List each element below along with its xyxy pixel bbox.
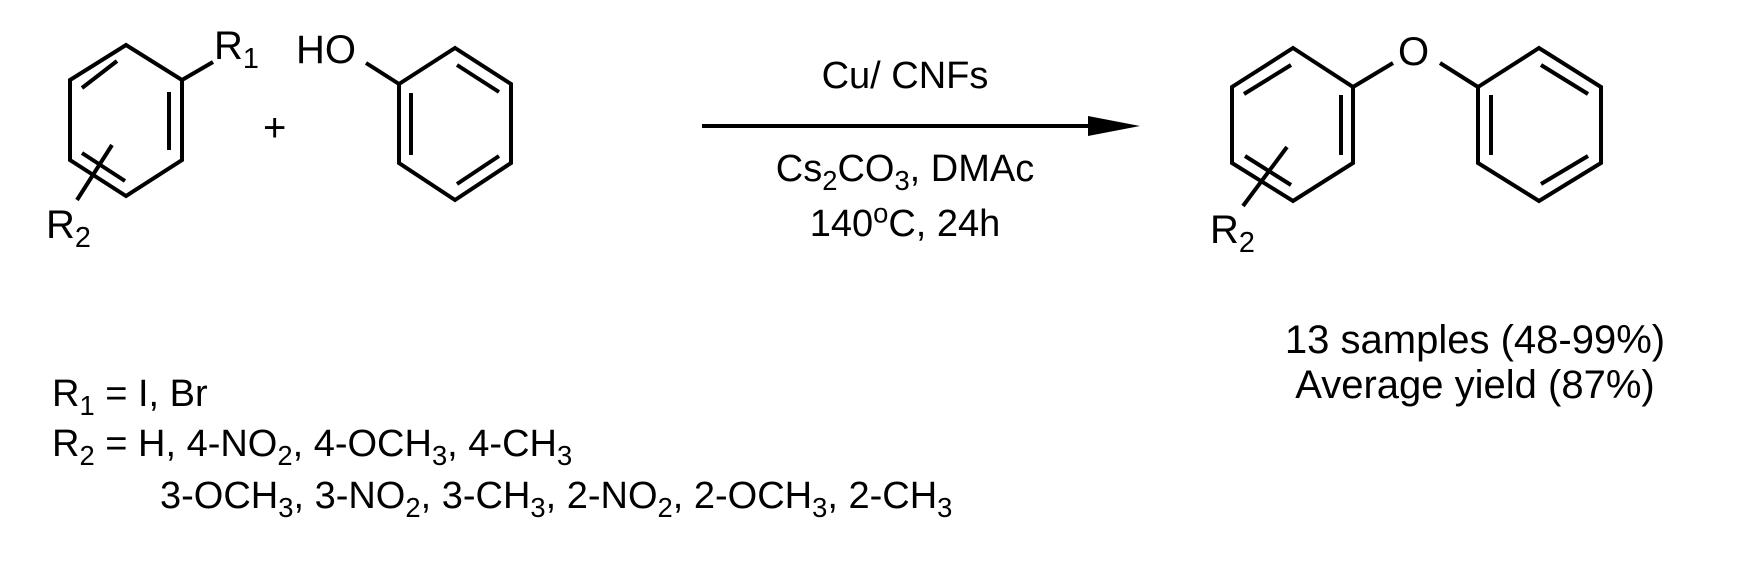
substituent-sub: 2 (405, 491, 421, 523)
def-r2-symbol: R (52, 423, 80, 465)
product-r2-index: 2 (1238, 227, 1255, 260)
substituent: 4-OCH (313, 423, 432, 465)
r1-symbol: R (214, 24, 243, 68)
carbonate-text: CO (837, 148, 895, 190)
substituent-sub: 3 (812, 491, 828, 523)
catalyst-label: Cu/ CNFs (821, 55, 989, 97)
solvent-text: , DMAc (909, 148, 1035, 190)
substituent: 2-NO (566, 475, 658, 517)
r1-label: R1 (214, 24, 259, 74)
plus-sign: + (263, 106, 287, 150)
base-text: Cs (775, 148, 823, 190)
substituent: 3-NO (314, 475, 406, 517)
substituent-sub: 3 (556, 439, 573, 471)
substituent-sub: 2 (277, 439, 293, 471)
substituent-sub: 2 (657, 491, 673, 523)
def-r1-values: = I, Br (94, 373, 208, 415)
hydroxyl-label: HO (296, 28, 356, 72)
substituent-sub: 3 (937, 491, 953, 523)
def-r2-equals: = (94, 423, 138, 465)
phenol-ring (364, 45, 513, 203)
def-r1-index: 1 (79, 389, 95, 421)
product-r2-label: R2 (1210, 208, 1255, 258)
def-r2-index: 2 (79, 439, 95, 471)
r2-label-reactant: R2 (46, 203, 91, 253)
substituent: 4-CH (468, 423, 557, 465)
def-r1-symbol: R (52, 373, 80, 415)
r2-definition-line1: R2 = H, 4-NO2, 4-OCH3, 4-CH3 (52, 423, 573, 471)
substituent: 2-OCH (693, 475, 813, 517)
substituent-sub: 3 (278, 491, 294, 523)
temp-unit-time: C, 24h (888, 203, 1001, 245)
carbonate-sub: 3 (894, 164, 910, 196)
ether-oxygen-label: O (1398, 30, 1430, 74)
samples-yield-range: 13 samples (48-99%) (1284, 318, 1666, 362)
product-phenyl-ring (1438, 45, 1603, 204)
product-aryl-ring (1230, 45, 1395, 208)
substituent: 3-CH (441, 475, 531, 517)
degree-symbol: o (873, 197, 889, 229)
base-sub: 2 (822, 164, 838, 196)
substituent-sub: 3 (431, 439, 448, 471)
r1-index: 1 (242, 43, 259, 76)
aryl-halide-ring (68, 42, 215, 202)
base-solvent-label: Cs2CO3, DMAc (700, 148, 1110, 194)
product-r2-symbol: R (1210, 208, 1239, 252)
temperature-time-label: 140oC, 24h (700, 199, 1110, 245)
substituent: 4-NO (186, 423, 278, 465)
r2-definition-line2: 3-OCH3, 3-NO2, 3-CH3, 2-NO2, 2-OCH3, 2-C… (160, 475, 953, 523)
substituent: H (137, 423, 166, 465)
temp-value: 140 (809, 203, 874, 245)
substituent: 2-CH (848, 475, 938, 517)
substituent-sub: 3 (530, 491, 546, 523)
arrow-head-icon (1088, 116, 1140, 136)
r1-definition: R1 = I, Br (52, 373, 208, 419)
average-yield: Average yield (87%) (1295, 363, 1655, 407)
r2-index: 2 (74, 222, 91, 255)
substituent: 3-OCH (160, 475, 279, 517)
r2-symbol: R (46, 203, 75, 247)
